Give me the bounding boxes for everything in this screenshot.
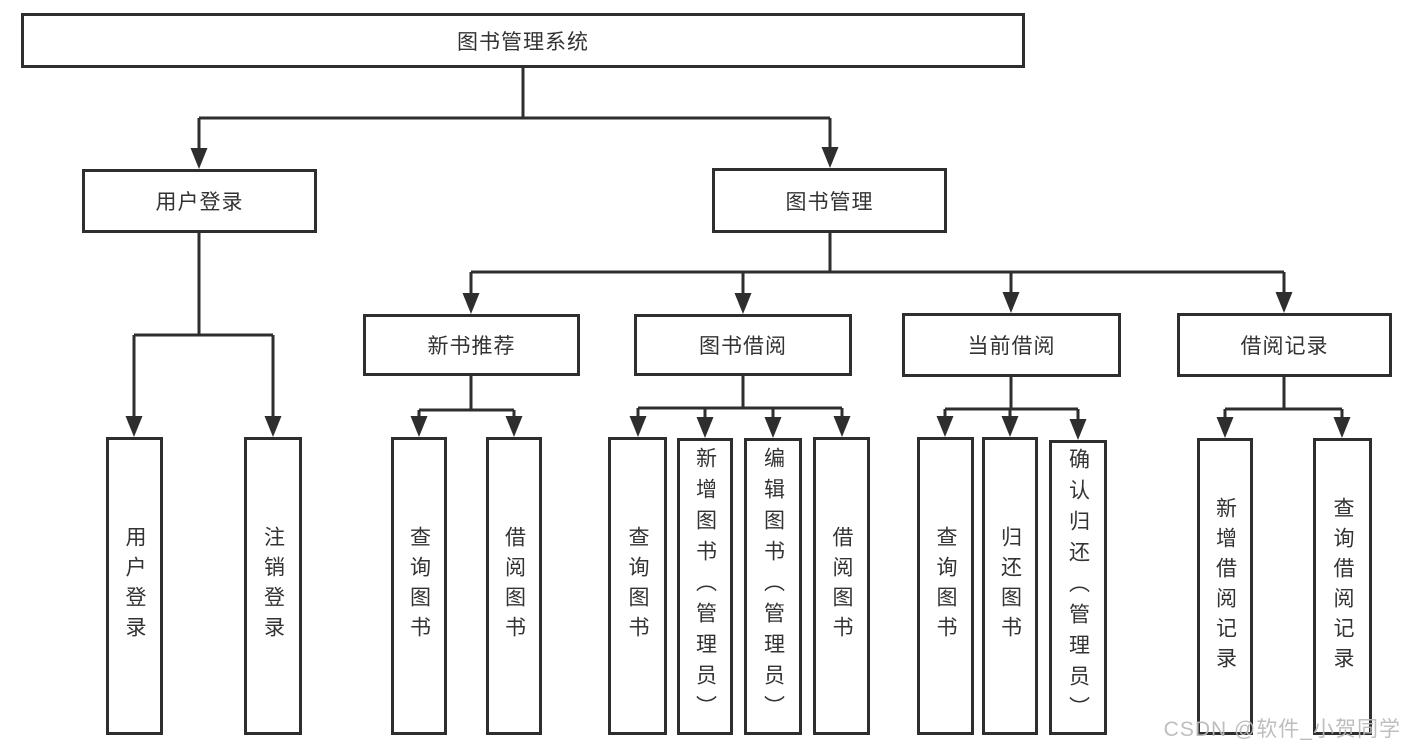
leaf-bb-query-books-label: 查询图书 [626, 526, 649, 646]
node-current-borrowing-label: 当前借阅 [967, 335, 1056, 358]
node-book-management: 图书管理 [712, 168, 947, 233]
leaf-cb-confirm-return: 确认归还（管理员） [1049, 440, 1107, 735]
node-book-management-label: 图书管理 [785, 190, 874, 214]
leaf-bb-borrow-books: 借阅图书 [813, 437, 870, 735]
node-root: 图书管理系统 [21, 13, 1025, 68]
node-borrowing-records-label: 借阅记录 [1240, 335, 1329, 358]
leaf-bb-query-books: 查询图书 [608, 437, 667, 735]
leaf-br-query-record: 查询借阅记录 [1313, 438, 1372, 735]
node-current-borrowing: 当前借阅 [902, 313, 1121, 377]
leaf-bb-edit-books-label: 编辑图书（管理员） [761, 447, 785, 726]
leaf-nb-borrow-books-label: 借阅图书 [502, 526, 526, 646]
leaf-cb-query-books-label: 查询图书 [934, 526, 957, 646]
node-book-borrowing: 图书借阅 [634, 314, 852, 376]
leaf-br-query-record-label: 查询借阅记录 [1331, 496, 1354, 677]
leaf-cb-query-books: 查询图书 [917, 437, 974, 735]
node-user-login: 用户登录 [82, 169, 317, 233]
leaf-nb-borrow-books: 借阅图书 [486, 437, 542, 735]
leaf-bb-add-books-label: 新增图书（管理员） [693, 447, 717, 726]
node-new-book-recommend: 新书推荐 [363, 314, 580, 376]
leaf-br-add-record-label: 新增借阅记录 [1213, 496, 1237, 677]
leaf-user-login-label: 用户登录 [123, 526, 146, 646]
leaf-bb-edit-books: 编辑图书（管理员） [744, 438, 802, 735]
node-book-borrowing-label: 图书借阅 [699, 335, 787, 358]
leaf-bb-add-books: 新增图书（管理员） [677, 438, 733, 735]
leaf-logout: 注销登录 [244, 437, 302, 735]
leaf-bb-borrow-books-label: 借阅图书 [830, 526, 853, 646]
node-borrowing-records: 借阅记录 [1177, 313, 1392, 377]
leaf-nb-query-books-label: 查询图书 [407, 526, 431, 646]
leaf-br-add-record: 新增借阅记录 [1197, 438, 1253, 735]
leaf-cb-return-books-label: 归还图书 [998, 526, 1022, 646]
leaf-cb-return-books: 归还图书 [982, 437, 1038, 735]
node-root-label: 图书管理系统 [457, 30, 589, 54]
watermark: CSDN @软件_小贺同学 [1163, 718, 1401, 741]
leaf-nb-query-books: 查询图书 [391, 437, 447, 735]
node-new-book-recommend-label: 新书推荐 [427, 335, 516, 358]
node-user-login-label: 用户登录 [155, 191, 244, 214]
leaf-cb-confirm-return-label: 确认归还（管理员） [1066, 448, 1090, 727]
leaf-logout-label: 注销登录 [261, 526, 285, 646]
leaf-user-login: 用户登录 [106, 437, 163, 735]
